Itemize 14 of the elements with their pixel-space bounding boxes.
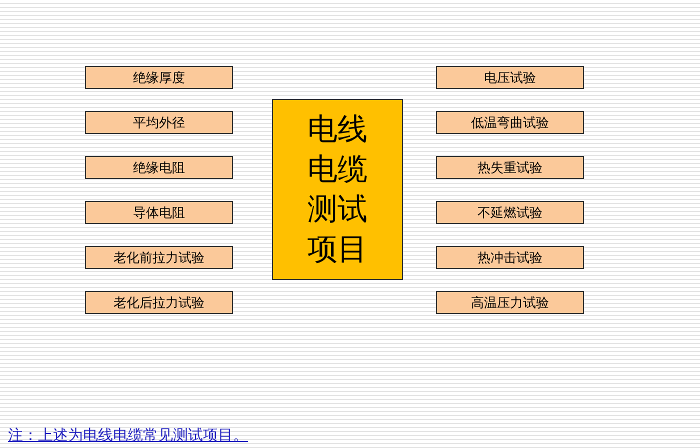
test-item-box: 热失重试验 (436, 156, 584, 179)
test-item-box: 低温弯曲试验 (436, 111, 584, 134)
test-item-box: 绝缘电阻 (85, 156, 233, 179)
footnote: 注：上述为电线电缆常见测试项目。 (8, 426, 248, 445)
test-item-box: 绝缘厚度 (85, 66, 233, 89)
test-item-box: 老化后拉力试验 (85, 291, 233, 314)
test-item-box: 导体电阻 (85, 201, 233, 224)
test-item-box: 平均外径 (85, 111, 233, 134)
test-item-box: 热冲击试验 (436, 246, 584, 269)
test-item-box: 不延燃试验 (436, 201, 584, 224)
test-item-box: 电压试验 (436, 66, 584, 89)
title-box: 电线电缆测试项目 (272, 99, 403, 280)
test-item-box: 老化前拉力试验 (85, 246, 233, 269)
test-item-box: 高温压力试验 (436, 291, 584, 314)
